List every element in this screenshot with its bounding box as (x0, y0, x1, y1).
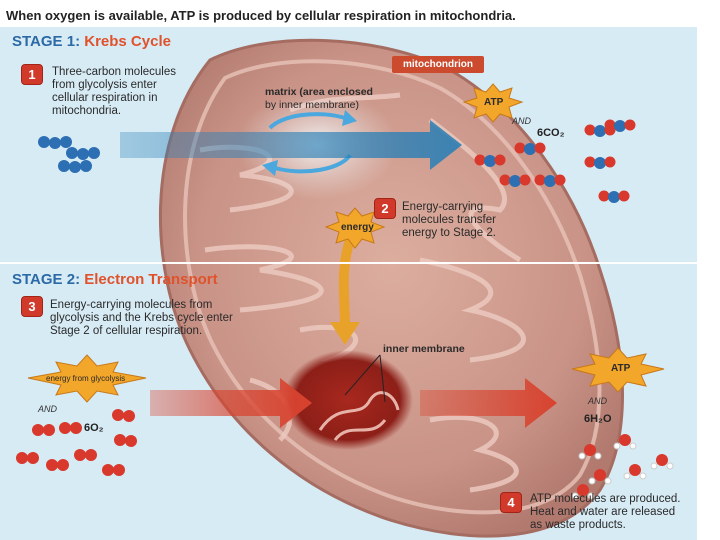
h2o-label: 6H₂O (584, 413, 612, 425)
right-margin (697, 0, 720, 540)
matrix-label-line1: matrix (area enclosed (265, 86, 373, 98)
step2-badge: 2 (374, 198, 396, 219)
energy-from-glycolysis-label: energy from glycolysis (46, 374, 126, 383)
step1-badge: 1 (21, 64, 43, 85)
o2-label: 6O₂ (84, 422, 104, 434)
blue-arrow-input (120, 120, 462, 170)
step4-text: ATP molecules are produced. Heat and wat… (530, 493, 681, 531)
co2-label: 6CO₂ (537, 127, 565, 139)
and-label-1: AND (512, 116, 532, 126)
step4-badge: 4 (500, 492, 522, 513)
and-label-3: AND (588, 396, 608, 406)
o2-molecules (16, 409, 137, 476)
co2-molecules (474, 119, 636, 203)
h2o-molecules (571, 434, 674, 500)
inner-membrane-label: inner membrane (383, 343, 465, 355)
krebs-cycle-arrows (268, 112, 352, 174)
energy-label: energy (341, 222, 374, 233)
mitochondrion-inner-membrane (183, 59, 602, 515)
mitochondrion-illustration (16, 38, 674, 538)
red-arrow-output (420, 378, 557, 428)
inner-membrane-detail (318, 391, 400, 441)
stage2-title: STAGE 2: Electron Transport (12, 271, 218, 288)
atp-top-starburst (462, 83, 524, 123)
three-carbon-molecules (38, 136, 100, 173)
atp-bottom-label: ATP (611, 363, 631, 374)
stage1-title: STAGE 1: Krebs Cycle (12, 33, 171, 50)
page-title: When oxygen is available, ATP is produce… (6, 8, 516, 23)
atp-bottom-starburst (571, 347, 665, 393)
mitochondrion-outer-membrane (158, 38, 624, 538)
and-label-2: AND (38, 404, 58, 414)
mitochondrion-label: mitochondrion (392, 56, 484, 73)
stage-divider (0, 262, 697, 264)
step3-text: Energy-carrying molecules from glycolysi… (50, 299, 233, 337)
energy-starburst (324, 207, 386, 249)
red-arrow-input (150, 378, 312, 428)
atp-top-label: ATP (484, 97, 504, 108)
glycolysis-starburst (27, 354, 147, 403)
orange-arrow-energy (338, 235, 355, 330)
step1-text: Three-carbon molecules from glycolysis e… (52, 66, 177, 117)
step2-text: Energy-carrying molecules transfer energ… (402, 201, 496, 239)
matrix-label-line2: by inner membrane) (265, 99, 359, 111)
header-bar: When oxygen is available, ATP is produce… (0, 0, 697, 27)
step3-badge: 3 (21, 296, 43, 317)
